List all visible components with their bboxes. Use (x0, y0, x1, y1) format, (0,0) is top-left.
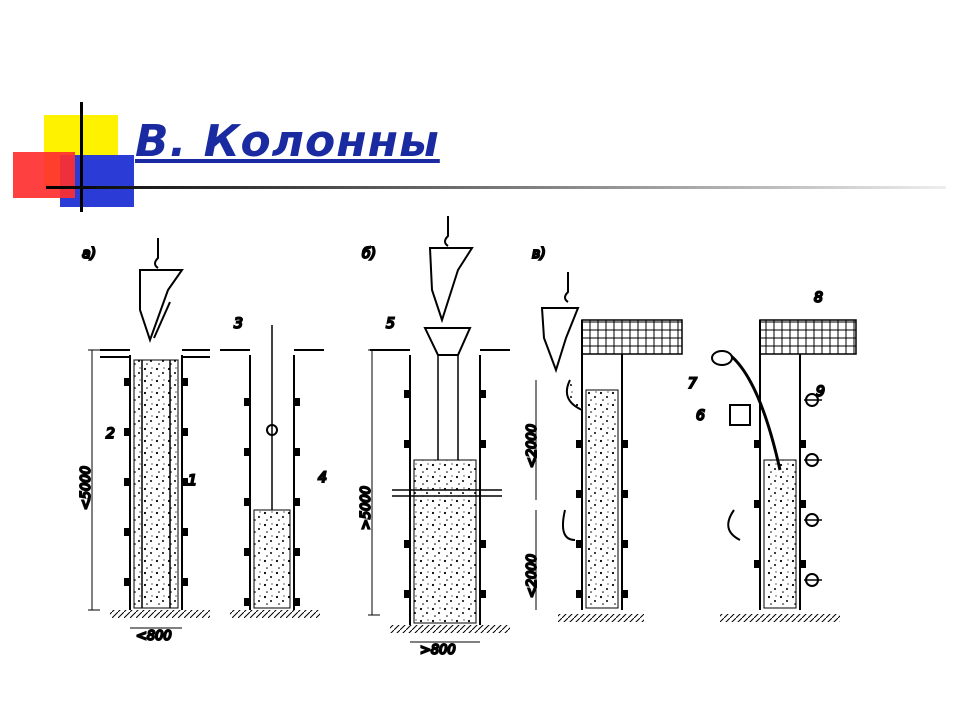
dim-b-height: >5000 (359, 486, 374, 530)
callout-7: 7 (688, 376, 697, 392)
callout-6: 6 (696, 408, 705, 424)
callout-3: 3 (234, 316, 243, 332)
decor-red-square (13, 152, 75, 198)
column-concreting-diagram: а) <5000 <800 1 2 (78, 216, 857, 659)
callout-5: 5 (386, 316, 395, 332)
dim-a-width: <800 (136, 629, 172, 644)
panel-label-c: в) (532, 246, 546, 262)
callout-9: 9 (816, 384, 825, 400)
panel-label-b: б) (362, 246, 376, 262)
callout-2: 2 (106, 426, 115, 442)
title-underline-rule (46, 186, 946, 189)
dim-c-lower: <2000 (525, 554, 540, 598)
dim-a-height: <5000 (79, 466, 94, 510)
panel-label-a: а) (82, 246, 96, 262)
slide-title: В. Колонны (135, 116, 440, 167)
callout-4: 4 (318, 470, 327, 486)
callout-8: 8 (814, 290, 823, 306)
dim-c-upper: <2000 (525, 424, 540, 468)
decor-vertical-line (80, 102, 83, 212)
dim-b-width: >800 (420, 643, 456, 658)
callout-1: 1 (188, 473, 197, 489)
